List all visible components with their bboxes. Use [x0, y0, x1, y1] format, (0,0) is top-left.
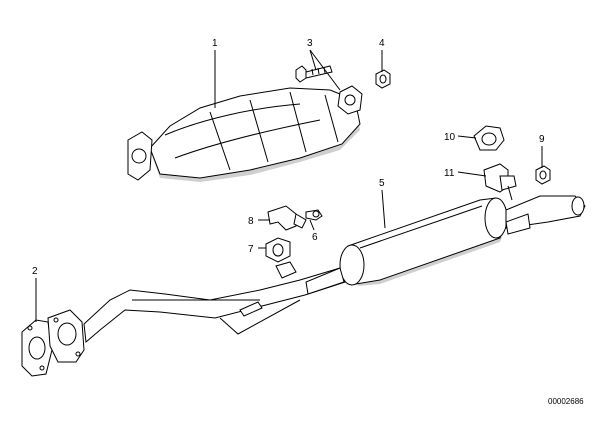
part-label-5: 5 — [379, 178, 385, 189]
part-label-11: 11 — [444, 168, 455, 179]
part-label-3: 3 — [307, 38, 313, 49]
catalytic-converter — [127, 85, 363, 182]
part-label-1: 1 — [212, 38, 218, 49]
part-label-6: 6 — [312, 232, 318, 243]
nut-small — [535, 165, 551, 185]
rubber-mount — [265, 237, 297, 279]
part-label-4: 4 — [379, 38, 385, 49]
part-label-10: 10 — [444, 132, 456, 143]
mounting-clamp — [267, 205, 323, 231]
flange-gasket — [473, 125, 505, 151]
part-label-8: 8 — [248, 216, 254, 227]
nut — [375, 69, 391, 89]
part-label-7: 7 — [248, 244, 254, 255]
part-label-2: 2 — [32, 266, 38, 277]
hanger-bracket — [483, 163, 517, 201]
leader-lines — [35, 49, 543, 322]
bolt — [295, 65, 333, 83]
gasket-ring — [21, 319, 53, 377]
rear-silencer — [305, 195, 586, 295]
front-exhaust-pipe — [47, 267, 346, 363]
part-label-9: 9 — [539, 134, 545, 145]
document-number: 00002686 — [548, 397, 584, 406]
